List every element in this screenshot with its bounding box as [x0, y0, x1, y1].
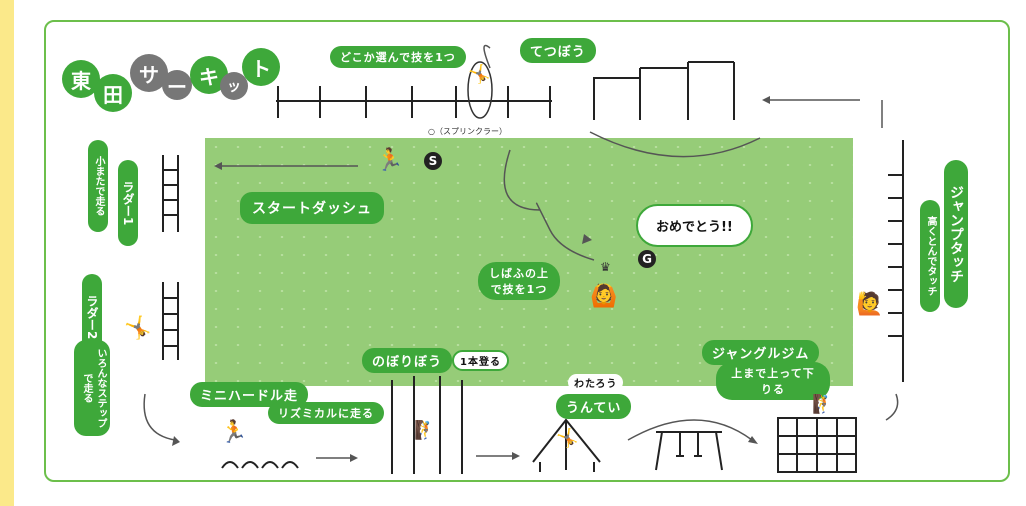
- runner-figure: 🏃: [376, 148, 404, 173]
- untei-label: うんてい: [556, 394, 632, 419]
- bar-figure: 🤸: [468, 64, 491, 85]
- jumping-touch-figure: 🙋: [856, 292, 884, 317]
- ladder-runner-figure: 🤸: [124, 316, 152, 341]
- nobori-sub-label: 1本登る: [452, 350, 509, 371]
- crown-icon: ♛: [600, 260, 611, 274]
- title-char-6: ッ: [220, 72, 248, 100]
- start-dash-label: スタートダッシュ: [240, 192, 384, 224]
- jungle-gym-label: ジャングルジム: [702, 340, 820, 365]
- title-char-4: ー: [162, 70, 192, 100]
- wataro-label: わたろう: [568, 374, 624, 391]
- jump-touch-label: ジャンプタッチ: [944, 160, 968, 308]
- rhythm-label: リズミカルに走る: [268, 402, 384, 424]
- congrats-burst: おめでとう!!: [636, 204, 753, 247]
- jumping-figure: 🙆: [590, 284, 618, 309]
- start-marker: S: [424, 152, 442, 170]
- sprinkler-label: ○（スプリンクラー）: [428, 127, 507, 136]
- ladder1-sub-label: 小またで走る: [88, 140, 108, 232]
- monkey-bar-figure: 🤸: [556, 428, 579, 449]
- mini-hurdle-label: ミニハードル走: [190, 382, 309, 407]
- jungle-gym-sub-label: 上まで上って下りる: [716, 362, 830, 400]
- pole-climber-figure: 🧗: [414, 420, 437, 441]
- shibafu-label: しばふの上で技を1つ: [478, 262, 560, 300]
- nobori-label: のぼりぼう: [362, 348, 453, 373]
- jungle-climber-figure: 🧗: [812, 394, 835, 415]
- ladder1-label: ラダー1: [118, 160, 138, 246]
- pick-one-label: どこか選んで技を1つ: [330, 46, 466, 68]
- title-char-2: 田: [94, 74, 132, 112]
- jump-touch-sub-label: 高くとんでタッチ: [920, 200, 940, 312]
- tetsubo-label: てつぼう: [520, 38, 596, 63]
- hurdle-runner-figure: 🏃: [220, 420, 248, 445]
- goal-marker: G: [638, 250, 656, 268]
- ladder2-label: ラダー2: [82, 274, 102, 360]
- title-char-1: 東: [62, 60, 100, 98]
- ladder2-sub-label: いろんなステップで走る: [74, 340, 110, 436]
- title-char-3: サ: [130, 54, 168, 92]
- title-char-7: ト: [242, 48, 280, 86]
- left-yellow-strip: [0, 0, 14, 506]
